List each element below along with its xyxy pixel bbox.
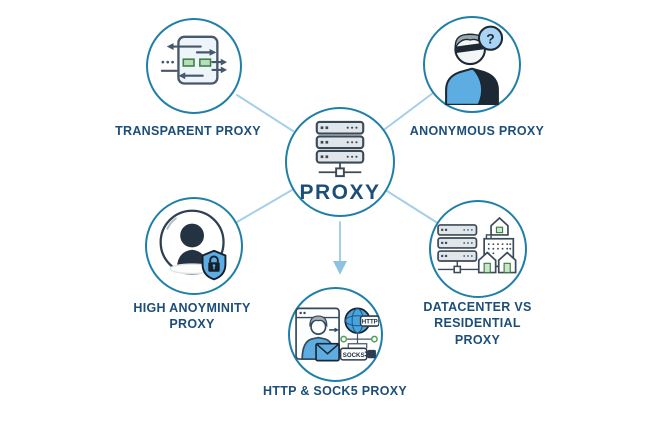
- label-datacenter-residential-proxy: DATACENTER VS RESIDENTIAL PROXY: [423, 300, 532, 347]
- transparent-proxy-icon: [160, 35, 228, 85]
- http-socks-icon: HTTP SOCKS: [294, 307, 379, 362]
- datacenter-residential-icon: [437, 216, 517, 273]
- proxy-center-label: PROXY: [299, 180, 381, 204]
- high-anonymity-icon: [159, 209, 227, 281]
- http-tag-label: HTTP: [361, 318, 377, 325]
- label-http-socks-proxy: HTTP & SOCK5 PROXY: [262, 384, 408, 398]
- node-datacenter-residential-proxy: [429, 200, 527, 298]
- socks-tag-label: SOCKS: [342, 352, 364, 359]
- label-transparent-proxy: TRANSPARENT PROXY: [115, 124, 261, 138]
- anonymous-proxy-icon: ?: [445, 25, 504, 105]
- socks-tag: SOCKS: [339, 347, 376, 361]
- node-anonymous-proxy: ?: [423, 16, 521, 113]
- plug-icon: [366, 349, 376, 359]
- node-http-socks-proxy: HTTP SOCKS: [288, 287, 383, 382]
- proxy-server-icon: [315, 120, 365, 177]
- node-transparent-proxy: [146, 18, 242, 114]
- label-high-anonymity-proxy: HIGH ANOYMINITY PROXY: [133, 301, 251, 332]
- connector-line-bottom-left: [236, 189, 293, 223]
- shield-lock-icon: [201, 249, 227, 281]
- connector-line-top-left: [236, 94, 294, 132]
- house-small-top-icon: [490, 216, 509, 236]
- question-badge: [477, 25, 504, 51]
- connector-line-bottom-right: [386, 190, 437, 223]
- envelope-icon: [314, 342, 340, 362]
- house-right-icon: [497, 250, 517, 273]
- connector-line-top-right: [384, 92, 434, 130]
- http-tag: HTTP: [359, 315, 379, 327]
- node-proxy-center: PROXY: [285, 107, 395, 217]
- label-anonymous-proxy: ANONYMOUS PROXY: [409, 124, 545, 138]
- house-left-icon: [477, 250, 497, 273]
- question-mark-icon: ?: [486, 30, 494, 46]
- node-high-anonymity-proxy: [145, 197, 243, 295]
